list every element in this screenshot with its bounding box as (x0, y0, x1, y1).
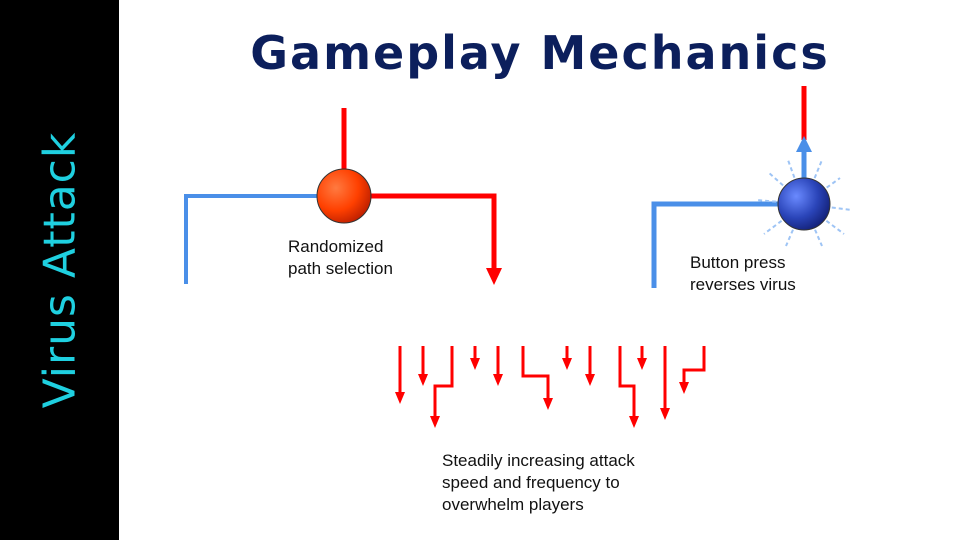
attack-arrow (682, 346, 706, 384)
arrowhead-down-icon (629, 416, 639, 428)
page-title: Gameplay Mechanics (250, 26, 830, 80)
button-press-caption: Button press reverses virus (690, 252, 796, 296)
attack-speed-caption: Steadily increasing attack speed and fre… (442, 450, 635, 516)
attack-arrowheads (395, 358, 689, 428)
player-path-line-right (651, 201, 780, 288)
attack-arrow (618, 346, 636, 418)
reverse-path-group (651, 86, 853, 288)
attack-arrows-group (398, 346, 706, 418)
arrowhead-down-icon (562, 358, 572, 370)
random-path-caption: Randomized path selection (288, 236, 393, 280)
arrowhead-down-icon (493, 374, 503, 386)
arrowhead-up-icon (796, 136, 812, 152)
player-node (777, 177, 831, 231)
player-path-line (184, 194, 325, 284)
caption-line: path selection (288, 259, 393, 278)
arrowhead-down-icon (543, 398, 553, 410)
sidebar: Virus Attack (0, 0, 119, 540)
virus-branch-line (368, 193, 497, 270)
arrowhead-down-icon (430, 416, 440, 428)
caption-line: Button press (690, 253, 786, 272)
arrowhead-down-icon (585, 374, 595, 386)
virus-node (316, 168, 372, 224)
attack-arrow (433, 346, 454, 418)
arrowhead-down-icon (679, 382, 689, 394)
caption-line: reverses virus (690, 275, 796, 294)
arrowhead-down-icon (637, 358, 647, 370)
arrowhead-down-icon (486, 268, 502, 285)
attack-arrow (521, 346, 550, 400)
caption-line: speed and frequency to (442, 473, 620, 492)
arrowhead-down-icon (470, 358, 480, 370)
caption-line: Steadily increasing attack (442, 451, 635, 470)
arrowhead-down-icon (660, 408, 670, 420)
caption-line: overwhelm players (442, 495, 584, 514)
arrowhead-down-icon (395, 392, 405, 404)
random-path-group (184, 108, 502, 285)
caption-line: Randomized (288, 237, 384, 256)
arrowhead-down-icon (418, 374, 428, 386)
